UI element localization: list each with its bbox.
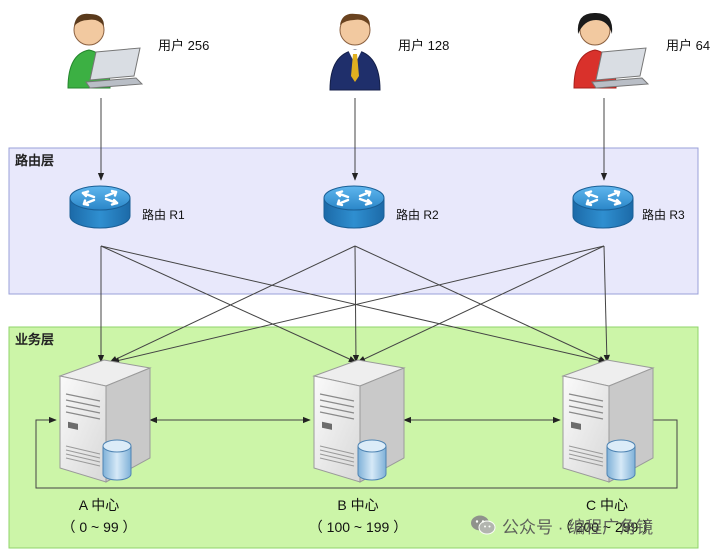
user-128: 用户 128 — [329, 13, 449, 91]
center-name: B 中心 — [337, 497, 378, 513]
router-to-center-arrow — [603, 245, 611, 363]
center-a: A 中心 （ 0 ~ 99 ） — [59, 359, 151, 535]
center-c: C 中心 （ 200 ~ 299 ） — [558, 359, 656, 535]
center-name: A 中心 — [79, 497, 119, 513]
user-label: 用户 64 — [666, 38, 710, 53]
database-icon — [606, 439, 636, 481]
router-to-center-arrow — [352, 245, 360, 363]
center-range: （ 100 ~ 199 ） — [309, 519, 407, 535]
center-name: C 中心 — [586, 497, 628, 513]
user-64: 用户 64 — [573, 12, 710, 89]
user-suit-icon — [329, 13, 381, 91]
router-label: 路由 R2 — [396, 207, 439, 222]
center-range: （ 0 ~ 99 ） — [61, 519, 136, 535]
router-label: 路由 R1 — [142, 207, 185, 222]
router-r1: 路由 R1 — [68, 184, 185, 230]
routing-layer-title: 路由层 — [15, 153, 54, 168]
center-range: （ 200 ~ 299 ） — [558, 519, 656, 535]
router-r3: 路由 R3 — [571, 184, 685, 230]
user-label: 用户 256 — [158, 38, 209, 53]
user-256: 用户 256 — [67, 13, 209, 89]
user-green-laptop-icon — [67, 13, 144, 89]
user-red-laptop-icon — [573, 12, 650, 89]
router-to-center-arrow — [111, 245, 605, 364]
database-icon — [357, 439, 387, 481]
router-icon — [68, 184, 132, 230]
watermark: 公众号 · 编程广角镜 — [470, 510, 710, 540]
router-to-center-arrow — [357, 245, 605, 363]
router-to-center-arrow — [100, 245, 607, 364]
user-label: 用户 128 — [398, 38, 449, 53]
router-to-center-arrow — [100, 245, 357, 363]
router-label: 路由 R3 — [642, 207, 685, 222]
sync-loop-c-a — [35, 416, 678, 489]
watermark-text: 公众号 · 编程广角镜 — [502, 517, 654, 537]
business-layer-title: 业务层 — [15, 332, 54, 347]
wechat-icon — [471, 515, 496, 535]
connection-lines — [35, 98, 678, 489]
router-icon — [322, 184, 386, 230]
database-icon — [102, 439, 132, 481]
router-icon — [571, 184, 635, 230]
router-to-center-arrow — [109, 245, 356, 363]
router-r2: 路由 R2 — [322, 184, 439, 230]
center-b: B 中心 （ 100 ~ 199 ） — [309, 359, 407, 535]
